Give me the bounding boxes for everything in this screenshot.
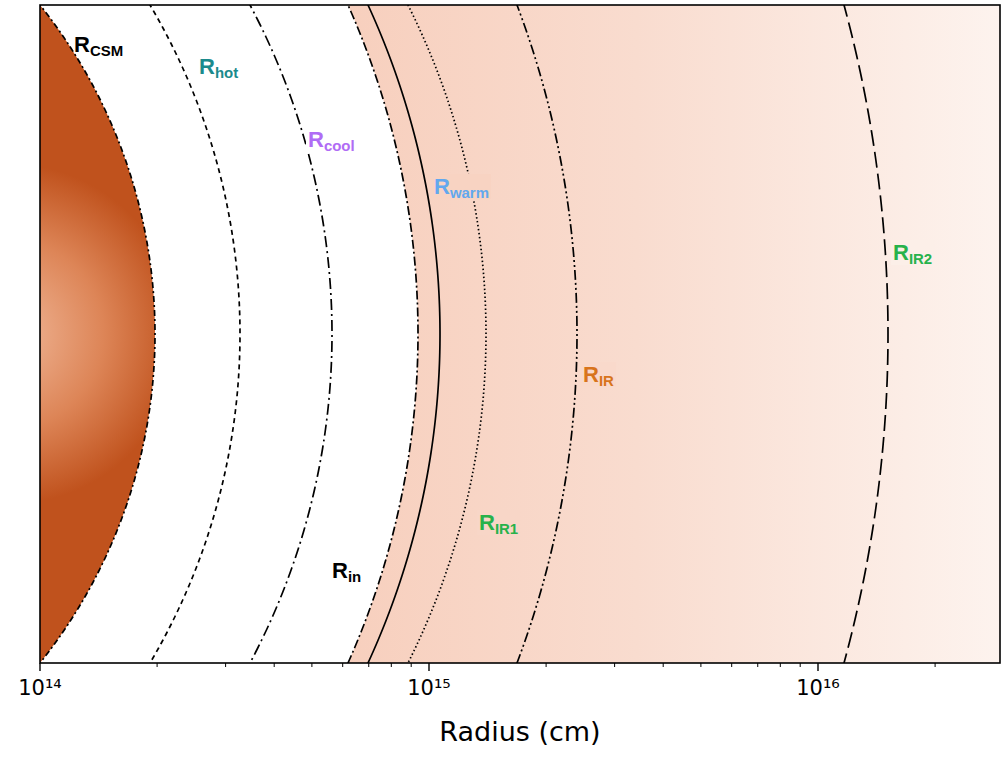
ir2-radius-line <box>833 5 888 663</box>
symbol-letter: R <box>893 240 909 265</box>
radius-label: Rwarm <box>432 174 491 199</box>
dust-shell-fill <box>330 5 1000 663</box>
subscript: IR1 <box>495 520 518 537</box>
minor-tick <box>225 663 226 667</box>
subscript: cool <box>324 137 355 154</box>
minor-tick <box>157 663 158 667</box>
tick-label: 10¹⁶ <box>794 676 842 700</box>
subscript: in <box>348 568 361 585</box>
minor-tick <box>663 663 664 667</box>
subscript: warm <box>450 184 489 201</box>
minor-tick <box>411 663 412 667</box>
radius-label: RCSM <box>72 32 125 57</box>
cool-radius-line <box>229 5 332 663</box>
symbol-letter: R <box>308 127 324 152</box>
symbol-letter: R <box>583 362 599 387</box>
csm-sphere <box>40 5 155 663</box>
csm-boundary <box>40 5 155 663</box>
subscript: hot <box>215 64 238 81</box>
ir1-radius-line <box>388 5 486 663</box>
symbol-letter: R <box>199 54 215 79</box>
symbol-letter: R <box>74 32 90 57</box>
radius-label: RIR <box>581 362 616 387</box>
minor-tick <box>800 663 801 667</box>
warm-radius-line <box>350 5 440 663</box>
symbol-letter: R <box>434 174 450 199</box>
radius-label: Rhot <box>197 54 240 79</box>
minor-tick <box>274 663 275 667</box>
minor-tick <box>342 663 343 667</box>
subscript: IR2 <box>909 250 932 267</box>
tick-label: 10¹⁵ <box>405 676 453 700</box>
minor-tick <box>757 663 758 667</box>
minor-tick <box>731 663 732 667</box>
radius-label: Rcool <box>306 127 357 152</box>
plot-area <box>40 5 1000 663</box>
minor-tick <box>368 663 369 667</box>
minor-tick <box>311 663 312 667</box>
minor-tick <box>780 663 781 667</box>
major-tick <box>428 663 429 671</box>
axis-ticks <box>40 663 935 671</box>
minor-tick <box>614 663 615 667</box>
tick-label: 10¹⁴ <box>16 676 64 700</box>
minor-tick <box>700 663 701 667</box>
plot-frame <box>40 5 1000 663</box>
subscript: CSM <box>90 42 123 59</box>
radius-label: RIR2 <box>891 240 934 265</box>
minor-tick <box>391 663 392 667</box>
symbol-letter: R <box>332 558 348 583</box>
hot-radius-line <box>126 5 240 663</box>
subscript: IR <box>599 372 614 389</box>
radius-label: Rin <box>330 558 363 583</box>
major-tick <box>817 663 818 671</box>
radius-label: RIR1 <box>477 510 520 535</box>
axis-title: Radius (cm) <box>437 716 602 747</box>
major-tick <box>39 663 40 671</box>
minor-tick <box>546 663 547 667</box>
symbol-letter: R <box>479 510 495 535</box>
ir-radius-line <box>502 5 577 663</box>
minor-tick <box>935 663 936 667</box>
